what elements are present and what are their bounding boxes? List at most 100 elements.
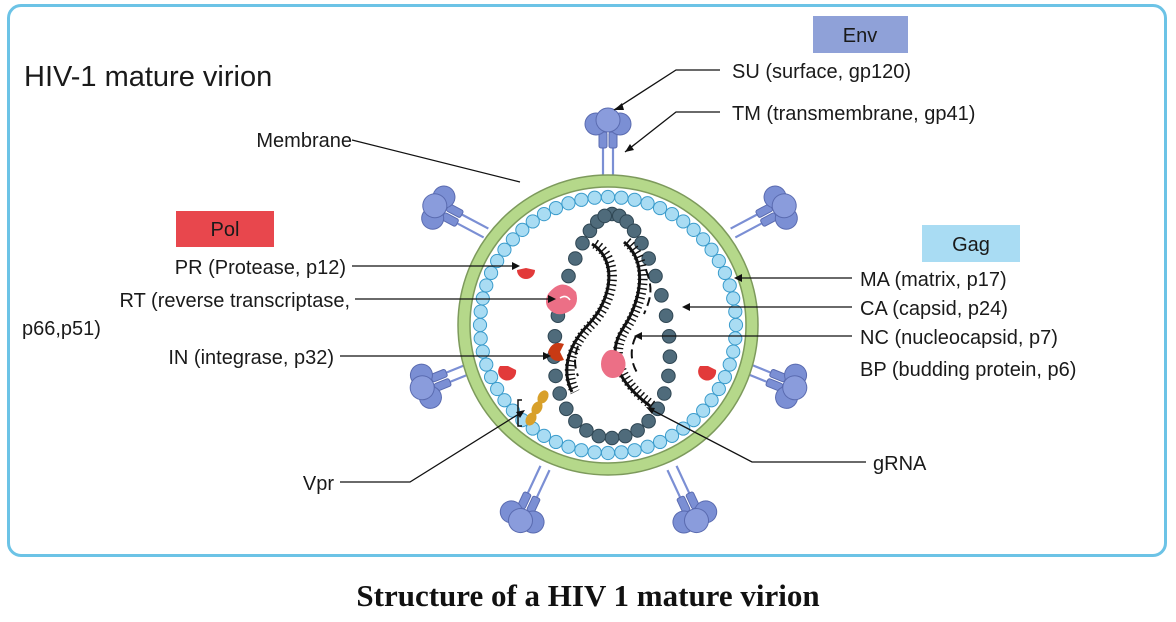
matrix-bead bbox=[640, 439, 655, 454]
matrix-bead bbox=[652, 200, 668, 216]
gag-box bbox=[922, 225, 1020, 262]
capsid-bead bbox=[658, 308, 674, 324]
capsid-bead bbox=[591, 428, 607, 444]
nc-label: NC (nucleocapsid, p7) bbox=[860, 327, 1058, 349]
protease-icon-right bbox=[698, 366, 717, 381]
rt-label-line1: RT (reverse transcriptase, bbox=[120, 290, 350, 312]
rt-label-line2: p66,p51) bbox=[22, 318, 101, 340]
in-label: IN (integrase, p32) bbox=[168, 347, 334, 369]
capsid-bead bbox=[661, 368, 676, 384]
capsid-bead bbox=[575, 235, 590, 251]
capsid-bead bbox=[597, 208, 613, 224]
matrix-bead bbox=[525, 214, 540, 229]
capsid-bead bbox=[561, 268, 576, 284]
capsid-bead bbox=[568, 413, 583, 429]
matrix-bead bbox=[614, 190, 629, 205]
grna-strands bbox=[564, 238, 657, 410]
matrix-bead bbox=[490, 381, 505, 397]
env-box bbox=[813, 16, 908, 53]
protease-icon-left bbox=[498, 366, 517, 381]
matrix-bead bbox=[627, 443, 642, 458]
matrix-bead bbox=[473, 331, 488, 346]
figure-caption: Structure of a HIV 1 mature virion bbox=[356, 578, 820, 613]
tm-label: TM (transmembrane, gp41) bbox=[732, 103, 975, 125]
matrix-bead bbox=[600, 189, 616, 205]
grna-label: gRNA bbox=[873, 453, 927, 475]
matrix-bead bbox=[728, 331, 743, 346]
matrix-bead bbox=[728, 304, 743, 319]
gag-label: Gag bbox=[952, 234, 990, 256]
matrix-bead bbox=[717, 265, 733, 281]
ca-label: CA (capsid, p24) bbox=[860, 298, 1008, 320]
matrix-bead bbox=[497, 242, 512, 257]
matrix-bead bbox=[536, 428, 552, 443]
matrix-bead bbox=[722, 278, 737, 293]
capsid-bead bbox=[626, 223, 642, 239]
matrix-bead bbox=[548, 434, 564, 450]
diagram-title: HIV-1 mature virion bbox=[24, 61, 272, 93]
reverse-transcriptase-icon bbox=[546, 284, 577, 315]
matrix-bead bbox=[704, 393, 719, 408]
matrix-bead bbox=[587, 445, 602, 460]
membrane-inner bbox=[469, 186, 747, 464]
matrix-bead bbox=[686, 413, 701, 428]
env-label: Env bbox=[843, 25, 877, 47]
matrix-bead bbox=[704, 242, 719, 257]
matrix-bead bbox=[483, 369, 499, 385]
capsid-bead bbox=[641, 413, 656, 429]
matrix-bead bbox=[664, 207, 680, 222]
matrix-bead bbox=[676, 214, 691, 229]
matrix-bead bbox=[479, 357, 494, 372]
matrix-bead bbox=[711, 253, 726, 269]
matrix-bead bbox=[640, 196, 655, 211]
capsid-bead bbox=[662, 349, 678, 365]
membrane-label: Membrane bbox=[256, 130, 352, 152]
matrix-bead bbox=[561, 439, 576, 454]
su-label: SU (surface, gp120) bbox=[732, 61, 911, 83]
capsid-bead bbox=[641, 251, 657, 266]
capsid-bead bbox=[547, 329, 563, 344]
matrix-bead bbox=[686, 222, 701, 237]
capsid-bead bbox=[559, 401, 574, 417]
matrix-bead bbox=[472, 317, 488, 333]
leader-lines bbox=[340, 69, 866, 483]
matrix-bead bbox=[574, 192, 589, 207]
capsid-bead bbox=[654, 288, 669, 303]
matrix-bead bbox=[652, 434, 668, 450]
matrix-bead bbox=[490, 253, 505, 269]
matrix-bead bbox=[483, 265, 499, 281]
matrix-bead bbox=[664, 428, 680, 443]
matrix-bead bbox=[515, 222, 530, 237]
bp-label: BP (budding protein, p6) bbox=[860, 359, 1076, 381]
matrix-layer bbox=[472, 189, 744, 461]
matrix-bead bbox=[726, 344, 741, 359]
matrix-bead bbox=[505, 232, 520, 247]
matrix-bead bbox=[473, 304, 488, 319]
matrix-bead bbox=[696, 403, 711, 418]
matrix-bead bbox=[536, 207, 552, 222]
matrix-bead bbox=[600, 445, 616, 461]
capsid-bead bbox=[552, 386, 568, 401]
matrix-bead bbox=[479, 278, 494, 293]
capsid-bead bbox=[630, 423, 645, 438]
capsid-bead bbox=[579, 423, 594, 438]
pr-label: PR (Protease, p12) bbox=[175, 257, 346, 279]
integrase-icon bbox=[548, 343, 564, 361]
matrix-bead bbox=[561, 196, 576, 211]
vpr-icon bbox=[517, 390, 549, 427]
capsid-bead bbox=[568, 251, 583, 266]
capsid-bead bbox=[648, 268, 663, 284]
matrix-bead bbox=[717, 369, 733, 385]
matrix-bead bbox=[696, 232, 711, 247]
ma-label: MA (matrix, p17) bbox=[860, 269, 1007, 291]
capsid-bead bbox=[604, 430, 620, 446]
matrix-bead bbox=[711, 381, 726, 397]
pol-box bbox=[176, 211, 274, 247]
matrix-bead bbox=[587, 190, 602, 205]
capsid-bead bbox=[617, 428, 633, 444]
protease-icon bbox=[517, 268, 535, 279]
matrix-bead bbox=[574, 443, 589, 458]
matrix-bead bbox=[548, 200, 564, 216]
capsid-bead bbox=[657, 386, 672, 401]
